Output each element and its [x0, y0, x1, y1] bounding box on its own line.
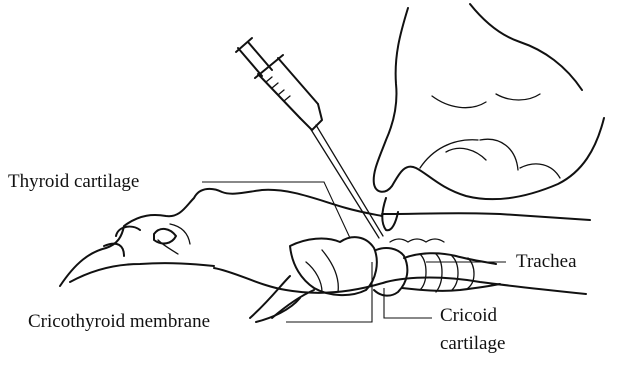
neck-skin-top	[382, 213, 590, 220]
hand	[374, 4, 604, 230]
trachea-label: Trachea	[516, 251, 577, 273]
thyroid-cartilage-label: Thyroid cartilage	[8, 171, 139, 193]
chin-underside	[70, 263, 214, 282]
leader-lines	[202, 182, 506, 322]
knuckle-lines	[420, 139, 560, 178]
upper-rings	[390, 239, 444, 242]
trachea-bottom-wall	[402, 284, 500, 291]
syringe-hub	[300, 104, 322, 130]
syringe	[236, 38, 383, 238]
hand-creases	[432, 94, 540, 108]
hand-outline	[374, 8, 604, 199]
syringe-flange	[255, 55, 283, 78]
cricoid-leader	[384, 288, 432, 318]
wrist-line	[470, 4, 582, 90]
trachea-rings	[420, 254, 474, 292]
cricoid-label-line-2: cartilage	[440, 333, 505, 355]
cricoid-label-line-1: Cricoid	[440, 305, 497, 327]
cricothyroid-membrane-label: Cricothyroid membrane	[28, 311, 210, 333]
mouth-outline	[154, 229, 176, 244]
syringe-graduations	[266, 77, 290, 101]
